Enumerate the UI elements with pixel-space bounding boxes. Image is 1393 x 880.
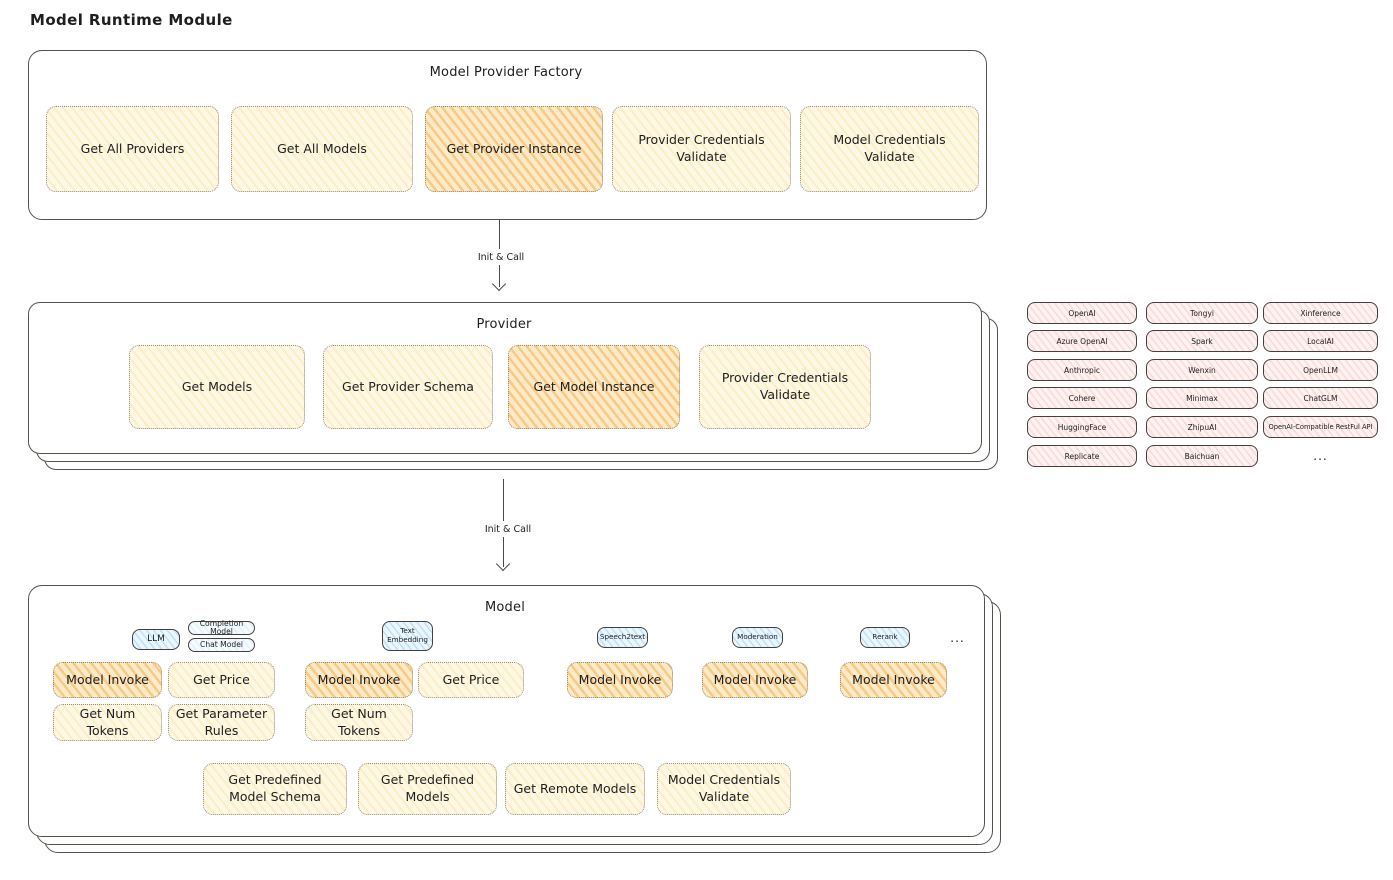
chip-minimax: Minimax	[1146, 387, 1258, 409]
node-get-models: Get Models	[129, 345, 305, 429]
chip-xinference: Xinference	[1263, 302, 1378, 324]
model-title: Model	[484, 599, 526, 615]
node-get-predefined-models: Get Predefined Models	[358, 763, 497, 815]
node-speech2text-model-invoke: Model Invoke	[567, 662, 673, 698]
page-title: Model Runtime Module	[30, 11, 233, 29]
tab-text-embedding: Text Embedding	[382, 621, 433, 651]
node-llm-get-parameter-rules: Get Parameter Rules	[168, 704, 275, 741]
init-call-label-1: Init & Call	[469, 249, 533, 265]
node-llm-get-price: Get Price	[168, 662, 275, 698]
tab-moderation: Moderation	[732, 627, 783, 648]
chips-more: ...	[1313, 449, 1328, 463]
chip-azure-openai: Azure OpenAI	[1027, 330, 1137, 352]
chip-spark: Spark	[1146, 330, 1258, 352]
chip-openai-compatible-restful-api: OpenAI-Compatible RestFul API	[1263, 416, 1378, 438]
chip-anthropic: Anthropic	[1027, 359, 1137, 381]
node-moderation-model-invoke: Model Invoke	[702, 662, 808, 698]
chip-cohere: Cohere	[1027, 387, 1137, 409]
node-get-provider-instance: Get Provider Instance	[425, 106, 603, 192]
node-get-all-providers: Get All Providers	[46, 106, 219, 192]
chip-localai: LocalAI	[1263, 330, 1378, 352]
arrow-down-icon-2	[495, 556, 511, 572]
init-call-label-2: Init & Call	[476, 521, 540, 537]
tab-completion-model: Completion Model	[188, 619, 255, 636]
node-llm-model-invoke: Model Invoke	[53, 662, 162, 698]
node-embedding-model-invoke: Model Invoke	[305, 662, 413, 698]
factory-title: Model Provider Factory	[429, 64, 583, 80]
tabs-more: ...	[950, 631, 965, 645]
node-embedding-get-price: Get Price	[418, 662, 524, 698]
chip-tongyi: Tongyi	[1146, 302, 1258, 324]
tab-rerank: Rerank	[860, 627, 910, 648]
node-get-model-instance: Get Model Instance	[508, 345, 680, 429]
node-get-remote-models: Get Remote Models	[505, 763, 645, 815]
node-provider-credentials-validate-2: Provider Credentials Validate	[699, 345, 871, 429]
node-embedding-get-num-tokens: Get Num Tokens	[305, 704, 413, 741]
node-get-predefined-model-schema: Get Predefined Model Schema	[203, 763, 347, 815]
chip-replicate: Replicate	[1027, 445, 1137, 467]
chip-baichuan: Baichuan	[1146, 445, 1258, 467]
chip-huggingface: HuggingFace	[1027, 416, 1137, 438]
node-model-credentials-validate: Model Credentials Validate	[800, 106, 979, 192]
chip-wenxin: Wenxin	[1146, 359, 1258, 381]
node-get-all-models: Get All Models	[231, 106, 413, 192]
node-get-provider-schema: Get Provider Schema	[323, 345, 493, 429]
node-rerank-model-invoke: Model Invoke	[840, 662, 947, 698]
chip-openai: OpenAI	[1027, 302, 1137, 324]
tab-llm: LLM	[132, 629, 180, 650]
chip-zhipuai: ZhipuAI	[1146, 416, 1258, 438]
arrow-down-icon	[491, 276, 507, 292]
chip-openllm: OpenLLM	[1263, 359, 1378, 381]
chip-chatglm: ChatGLM	[1263, 387, 1378, 409]
node-model-credentials-validate-2: Model Credentials Validate	[657, 763, 791, 815]
node-llm-get-num-tokens: Get Num Tokens	[53, 704, 162, 741]
provider-title: Provider	[476, 316, 532, 332]
node-provider-credentials-validate: Provider Credentials Validate	[612, 106, 791, 192]
tab-speech2text: Speech2text	[597, 627, 648, 648]
tab-chat-model: Chat Model	[188, 638, 255, 652]
